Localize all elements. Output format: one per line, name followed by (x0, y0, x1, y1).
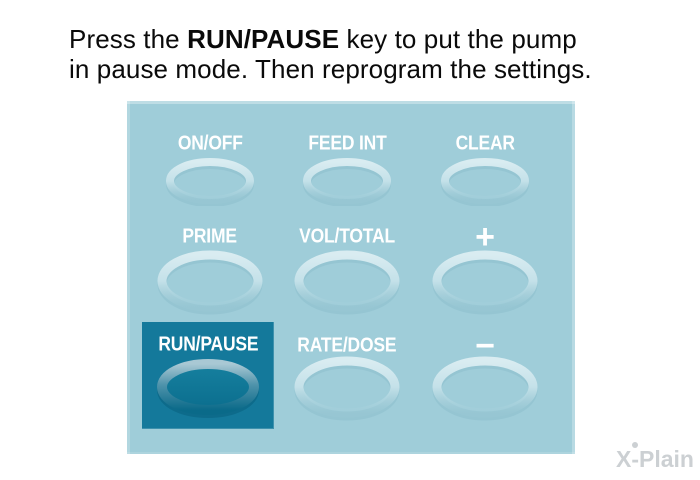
instruction-line1-pre: Press the (69, 24, 188, 54)
key-prime[interactable]: PRIME (142, 213, 278, 316)
key-oval (294, 356, 400, 421)
key-oval (157, 250, 263, 315)
logo-figure-head-icon (632, 442, 638, 448)
key-oval (294, 250, 400, 315)
instruction-line2: in pause mode. Then reprogram the settin… (69, 54, 592, 84)
key-oval (303, 158, 391, 206)
instruction-keyname: RUN/PAUSE (187, 24, 340, 54)
key-oval (441, 158, 529, 206)
key-minus[interactable]: − (417, 322, 553, 422)
key-vol-total[interactable]: VOL/TOTAL (279, 213, 415, 316)
key-label: RATE/DOSE (297, 334, 397, 357)
key-oval (157, 359, 259, 418)
key-oval (432, 356, 538, 421)
key-run-pause[interactable]: RUN/PAUSE (142, 322, 274, 429)
key-label: FEED INT (307, 132, 387, 155)
minus-icon: − (475, 327, 495, 365)
key-clear[interactable]: CLEAR (417, 120, 553, 206)
instruction-line1-post: key to put the pump (339, 24, 577, 54)
key-oval (166, 158, 254, 206)
xplain-logo: X-Plain (616, 442, 694, 473)
key-rate-dose[interactable]: RATE/DOSE (279, 322, 415, 422)
key-plus[interactable]: + (417, 213, 553, 316)
key-label: PRIME (182, 225, 238, 248)
instruction-line1: Press the RUN/PAUSE key to put the pump (69, 24, 592, 54)
pump-keypad: ON/OFF FEED INT CLEAR PRIME (127, 101, 575, 454)
logo-text: X-Plain (616, 446, 694, 472)
instruction-text: Press the RUN/PAUSE key to put the pump … (69, 24, 592, 84)
key-label: RUN/PAUSE (157, 333, 258, 356)
key-label: VOL/TOTAL (299, 225, 395, 248)
key-label: ON/OFF (177, 132, 243, 155)
key-oval (432, 250, 538, 315)
key-label: CLEAR (455, 132, 515, 155)
key-on-off[interactable]: ON/OFF (142, 120, 278, 206)
plus-icon: + (475, 218, 495, 256)
key-feed-int[interactable]: FEED INT (279, 120, 415, 206)
